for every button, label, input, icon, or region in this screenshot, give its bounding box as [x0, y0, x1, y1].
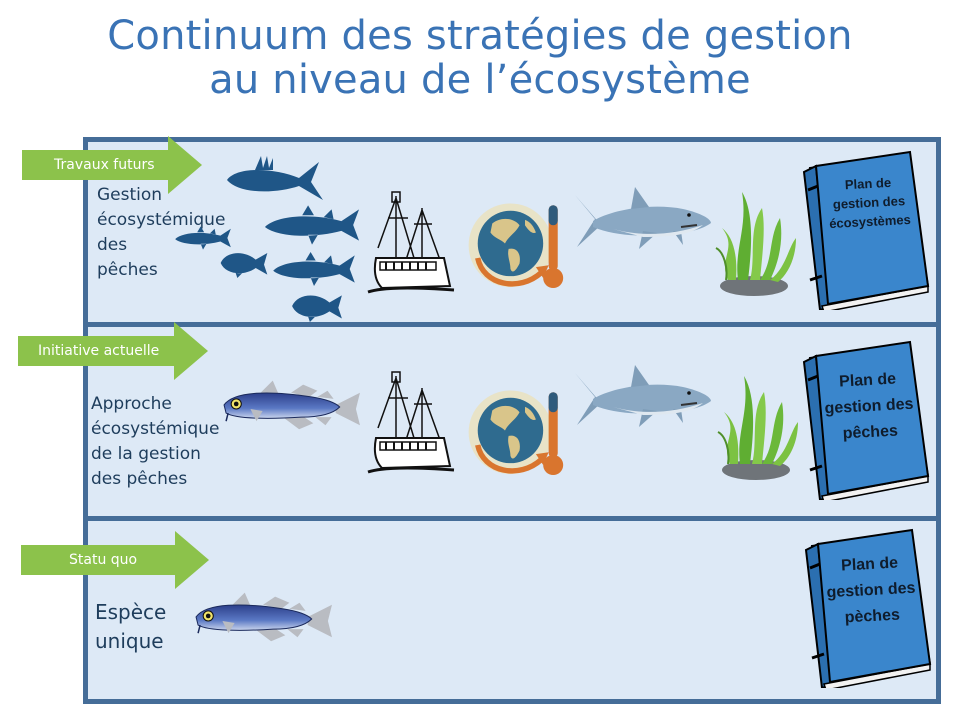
arrow-head	[168, 136, 202, 194]
description-ecosystem-fisheries-management: Gestion écosystémique des pêches	[97, 183, 225, 283]
fishing-boat-icon	[366, 368, 456, 478]
book-fisheries-management-plan: Plan de gestion des pêches	[800, 340, 930, 500]
shark-icon	[573, 363, 713, 433]
fish-silhouette-icon	[283, 290, 351, 322]
shark-icon	[573, 185, 713, 255]
title-line-1: Continuum des stratégies de gestion	[107, 13, 853, 59]
cod-fish-icon	[192, 590, 334, 652]
arrow-future-work: Travaux futurs	[22, 136, 202, 194]
fish-silhouette-icon	[270, 252, 358, 286]
arrow-label: Travaux futurs	[22, 150, 170, 180]
fishing-boat-icon	[366, 188, 456, 298]
fish-silhouette-icon	[225, 156, 325, 206]
arrow-label: Statu quo	[21, 545, 177, 575]
diagram-title: Continuum des stratégies de gestion au n…	[0, 14, 960, 102]
description-line: écosystémique	[97, 210, 226, 230]
description-ecosystem-approach: Approche écosystémique de la gestion des…	[91, 392, 219, 492]
globe-climate-thermometer-icon	[455, 385, 575, 485]
description-line: Approche	[91, 394, 172, 414]
arrow-head	[174, 322, 208, 380]
description-line: Espèce	[95, 600, 167, 624]
globe-climate-thermometer-icon	[455, 198, 575, 298]
description-line: Gestion	[97, 185, 163, 205]
description-line: des	[97, 235, 128, 255]
description-line: unique	[95, 629, 164, 653]
title-line-2: au niveau de l’écosystème	[209, 57, 751, 103]
description-line: des pêches	[91, 469, 188, 489]
arrow-head	[175, 531, 209, 589]
book-ecosystem-management-plan: Plan de gestion des écosystèmes	[800, 150, 930, 310]
arrow-current-initiative: Initiative actuelle	[18, 322, 208, 380]
seaweed-icon	[708, 372, 802, 482]
fish-silhouette-icon	[263, 205, 361, 245]
book-title: Plan de gestion des pèches	[814, 549, 928, 633]
description-line: écosystémique	[91, 419, 220, 439]
description-line: de la gestion	[91, 444, 201, 464]
cod-fish-icon	[220, 378, 362, 440]
fish-silhouette-icon	[218, 248, 270, 278]
arrow-status-quo: Statu quo	[21, 531, 209, 589]
book-fisheries-management-plan-status-quo: Plan de gestion des pèches	[802, 528, 932, 688]
description-line: pêches	[97, 260, 158, 280]
arrow-label: Initiative actuelle	[18, 336, 176, 366]
seaweed-icon	[706, 188, 800, 298]
book-title: Plan de gestion des écosystèmes	[813, 171, 926, 234]
description-single-species: Espèce unique	[95, 598, 166, 656]
book-title: Plan de gestion des pêches	[812, 365, 926, 449]
